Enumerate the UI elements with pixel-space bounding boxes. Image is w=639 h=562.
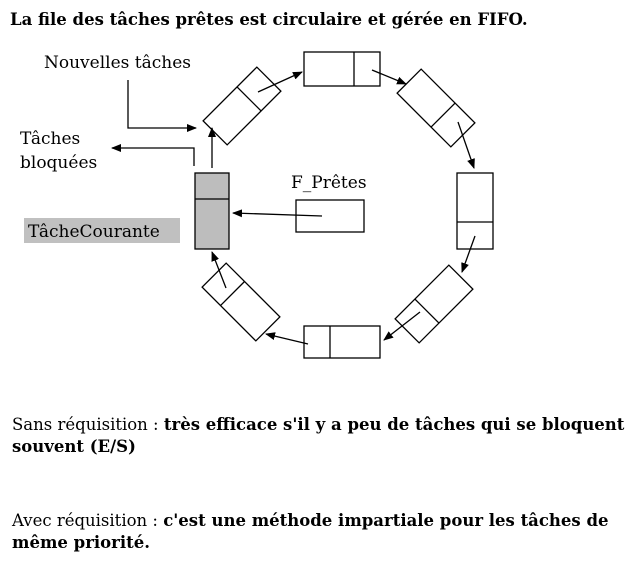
ready-pointer-label: F_Prêtes — [291, 173, 367, 193]
page-title: La file des tâches prêtes est circulaire… — [10, 10, 528, 29]
note-with-preemption-lead: Avec réquisition : — [12, 511, 164, 530]
ready-pointer-arrow — [232, 209, 323, 218]
queue-cell-bottom — [303, 325, 381, 359]
queue-cell-bottom-right — [394, 264, 474, 344]
note-with-preemption-text: c'est une méthode impartiale pour les tâ… — [12, 511, 609, 552]
current-task-label-bg — [24, 218, 180, 243]
blocked-tasks-label-line2: bloquées — [20, 153, 97, 173]
new-tasks-label: Nouvelles tâches — [44, 53, 191, 73]
note-without-preemption: Sans réquisition : très efficace s'il y … — [12, 414, 632, 458]
queue-cell-current-task — [194, 172, 230, 250]
circular-queue-diagram: Nouvelles tâches Tâches bloquées TâcheCo… — [20, 51, 494, 359]
note-with-preemption: Avec réquisition : c'est une méthode imp… — [12, 510, 632, 554]
note-without-preemption-lead: Sans réquisition : — [12, 415, 164, 434]
blocked-tasks-arrow — [111, 144, 195, 166]
queue-cell-bottom-left — [201, 262, 281, 342]
note-without-preemption-text: très efficace s'il y a peu de tâches qui… — [12, 415, 625, 456]
blocked-tasks-label-line1: Tâches — [20, 129, 80, 149]
current-task-label: TâcheCourante — [28, 222, 160, 242]
queue-cell-top — [303, 51, 381, 87]
queue-link-arrows — [208, 69, 476, 345]
queue-cell-top-left — [202, 66, 282, 146]
new-tasks-arrow — [127, 80, 197, 132]
